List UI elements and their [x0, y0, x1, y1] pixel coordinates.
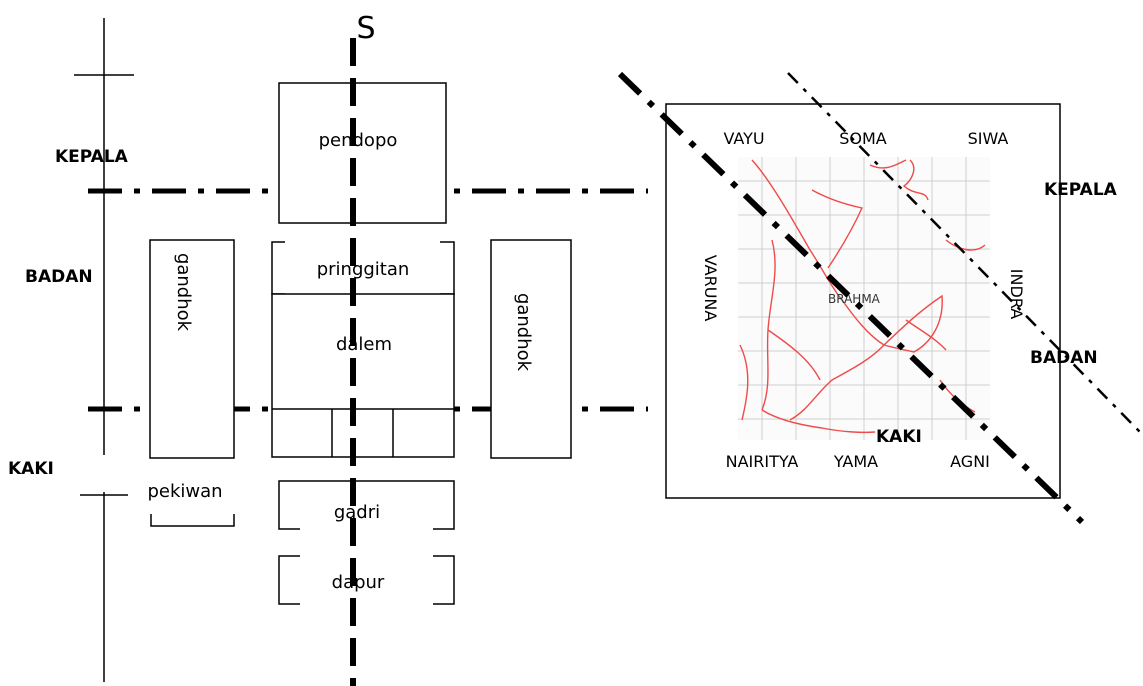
building-dapur: dapur: [278, 554, 455, 606]
dapur-label: dapur: [332, 572, 385, 593]
building-gandhok-right: gandhok: [490, 239, 572, 459]
building-dalem: dalem: [271, 293, 455, 458]
diagonal-main-axis: [617, 71, 1085, 525]
north-label: S: [356, 11, 375, 46]
direction-label-agni: AGNI: [950, 452, 990, 471]
mandala-diagram: BRAHMA VAYU SOMA SIWA VARUNA INDRA NAIRI…: [665, 103, 1061, 499]
building-pekiwan: pekiwan: [147, 481, 235, 527]
pendopo-label: pendopo: [319, 130, 398, 151]
direction-label-soma: SOMA: [839, 129, 887, 148]
gandhok-left-label: gandhok: [173, 253, 194, 332]
left-vertical-axis: [74, 18, 134, 682]
zone-label-badan-right: BADAN: [1030, 348, 1098, 368]
zone-label-kaki-left: KAKI: [8, 459, 54, 479]
building-gadri: gadri: [278, 480, 455, 531]
building-pendopo: pendopo: [278, 82, 447, 224]
dalem-label: dalem: [336, 334, 392, 355]
mandala-map-image: BRAHMA: [738, 157, 990, 440]
direction-label-nairitya: NAIRITYA: [726, 452, 799, 471]
building-pringgitan: pringgitan: [271, 240, 455, 296]
zone-label-kepala-right: KEPALA: [1044, 180, 1118, 200]
pekiwan-label: pekiwan: [147, 481, 222, 502]
direction-label-indra: INDRA: [1007, 269, 1026, 319]
direction-label-varuna: VARUNA: [701, 255, 720, 322]
gandhok-right-label: gandhok: [513, 293, 534, 372]
direction-label-vayu: VAYU: [723, 129, 764, 148]
direction-label-siwa: SIWA: [968, 129, 1009, 148]
direction-label-yama: YAMA: [833, 452, 878, 471]
mandala-center-label: BRAHMA: [828, 292, 881, 306]
gadri-label: gadri: [334, 502, 380, 523]
building-gandhok-left: gandhok: [149, 239, 235, 459]
mandala-foot-label: KAKI: [876, 427, 922, 447]
zone-label-badan-left: BADAN: [25, 267, 93, 287]
zone-label-kepala-left: KEPALA: [55, 147, 129, 167]
pringgitan-label: pringgitan: [317, 259, 410, 280]
diagonal-secondary-axis: [787, 72, 1141, 433]
